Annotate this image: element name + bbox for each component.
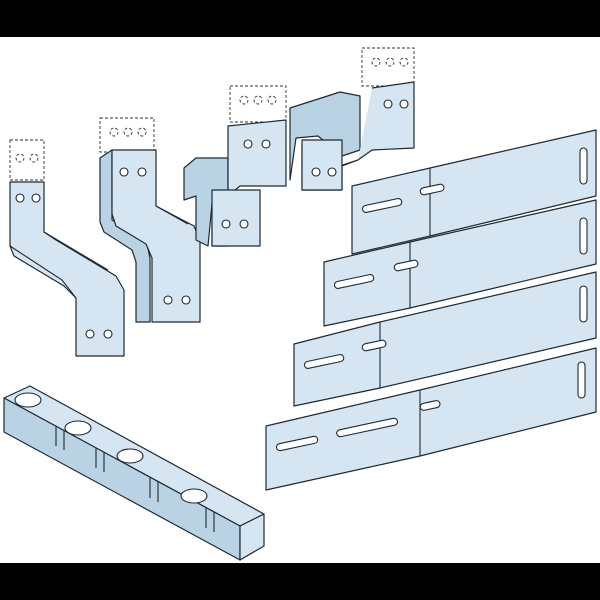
bar-foot [301,139,343,191]
mounting-hole [116,448,144,464]
slotted-bar-4 [265,347,597,491]
bolt-hole [31,193,41,203]
mounting-hole [64,420,92,436]
connector-bar-3 [183,85,287,247]
bar-body [111,149,201,323]
slotted-bar-3 [293,271,597,407]
connector-bar-4 [289,47,415,191]
slotted-bar-2 [323,199,597,327]
busbar-support-block [3,385,265,561]
bolt-hole [85,329,95,339]
ghost-extension [9,139,45,181]
connector-bar-2 [99,117,201,323]
slotted-bar-1 [351,129,597,255]
bar-foot [211,189,261,247]
mounting-hole [180,488,208,504]
connector-bar-1 [9,139,125,357]
support-end [239,513,265,561]
bolt-hole [15,193,25,203]
mounting-hole [14,392,42,408]
bolt-hole [103,329,113,339]
bar-rear [183,157,229,247]
